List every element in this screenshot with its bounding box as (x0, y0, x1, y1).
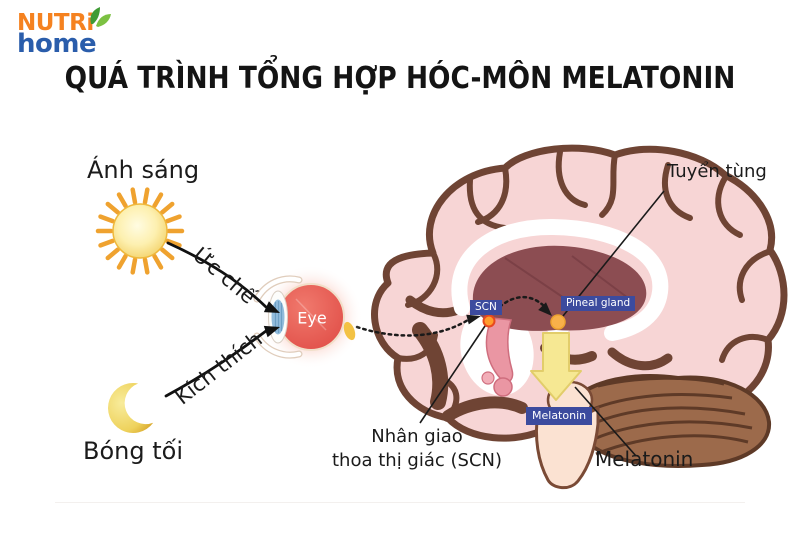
scn-badge: SCN (470, 300, 502, 316)
cerebellum (568, 374, 772, 468)
stimulate-arrow (164, 329, 268, 398)
pineal-callout-line (562, 190, 665, 317)
scn-callout-line2: thoa thị giác (SCN) (332, 450, 502, 471)
light-label: Ánh sáng (87, 156, 200, 184)
logo-text-home: home (17, 29, 97, 59)
scn-dot (482, 314, 496, 328)
melatonin-callout-line (574, 386, 637, 457)
logo-text-nutri: NUTRi (17, 10, 94, 36)
sun-icon (95, 187, 185, 275)
pineal-gland-badge: Pineal gland (561, 296, 636, 312)
melatonin-badge: Melatonin (526, 407, 593, 425)
pituitary (493, 377, 513, 397)
mammillary-body (481, 371, 495, 385)
inhibit-arrow (166, 241, 268, 309)
eye-to-scn-dotted-arrow (355, 318, 470, 337)
leaf-icon (90, 7, 111, 27)
page-title: QUÁ TRÌNH TỔNG HỢP HÓC-MÔN MELATONIN (64, 61, 736, 96)
scn-callout-line (419, 325, 486, 424)
melatonin-callout-label: Melatonin (595, 447, 694, 471)
footer-divider (55, 502, 745, 503)
dark-label: Bóng tối (83, 437, 183, 465)
pineal-callout-label: Tuyển tùng (667, 161, 767, 182)
eye-label: Eye (297, 308, 327, 328)
brain-illustration (371, 144, 788, 490)
melatonin-arrow (530, 332, 582, 401)
optic-disc (343, 321, 356, 341)
scn-callout-line1: Nhân giao (371, 426, 463, 447)
eye-illustration (253, 265, 363, 369)
pineal-dot (550, 314, 566, 330)
corpus-callosum (451, 218, 669, 341)
nutrihome-logo: NUTRi home (17, 7, 111, 59)
callout-lines (419, 190, 665, 457)
stimulus-arrows (164, 241, 280, 398)
scn-callout-label: Nhân giao thoa thị giác (SCN) (328, 425, 506, 473)
eyelids (253, 275, 303, 359)
thalamus-streaks (504, 255, 629, 303)
moon-icon (107, 382, 154, 433)
